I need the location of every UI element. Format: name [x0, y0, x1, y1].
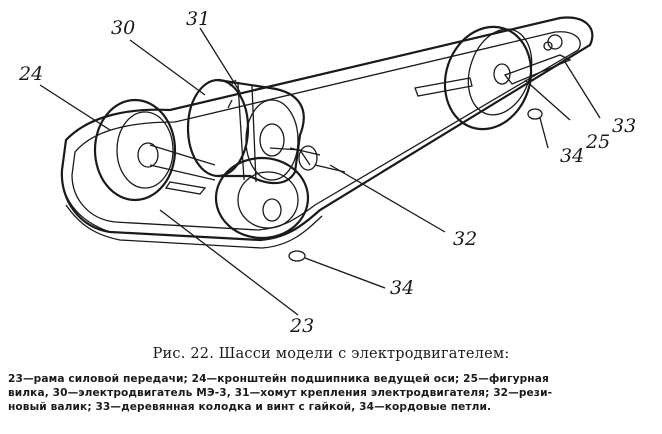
cord-loop-front	[288, 250, 306, 262]
label-34-front: 34	[390, 277, 414, 299]
label-23: 23	[289, 315, 314, 337]
label-33: 33	[612, 115, 636, 137]
motor	[186, 78, 305, 185]
label-34-rear: 34	[560, 145, 584, 167]
leader-lines	[39, 27, 601, 316]
legend-line-2: вилка, 30—электродвигатель МЭ-3, 31—хому…	[8, 387, 553, 399]
frame-outline	[60, 16, 594, 249]
rear-wheel	[443, 25, 572, 131]
label-24: 24	[18, 63, 43, 85]
label-32: 32	[453, 228, 477, 250]
frame-slot	[414, 77, 473, 97]
figure-caption-title: Рис. 22. Шасси модели с электродвигателе…	[152, 346, 510, 362]
rubber-roller	[289, 145, 346, 173]
legend-line-3: новый валик; 33—деревянная колодка и вин…	[8, 401, 492, 413]
label-31: 31	[186, 8, 210, 30]
left-wheel	[93, 98, 216, 202]
figure-caption-legend: 23—рама силовой передачи; 24—кронштейн п…	[8, 372, 656, 414]
label-25: 25	[585, 131, 610, 153]
bracket-plate	[164, 181, 207, 195]
label-30: 30	[111, 17, 135, 39]
cord-loop-rear	[527, 108, 543, 120]
legend-line-1: 23—рама силовой передачи; 24—кронштейн п…	[8, 373, 549, 385]
